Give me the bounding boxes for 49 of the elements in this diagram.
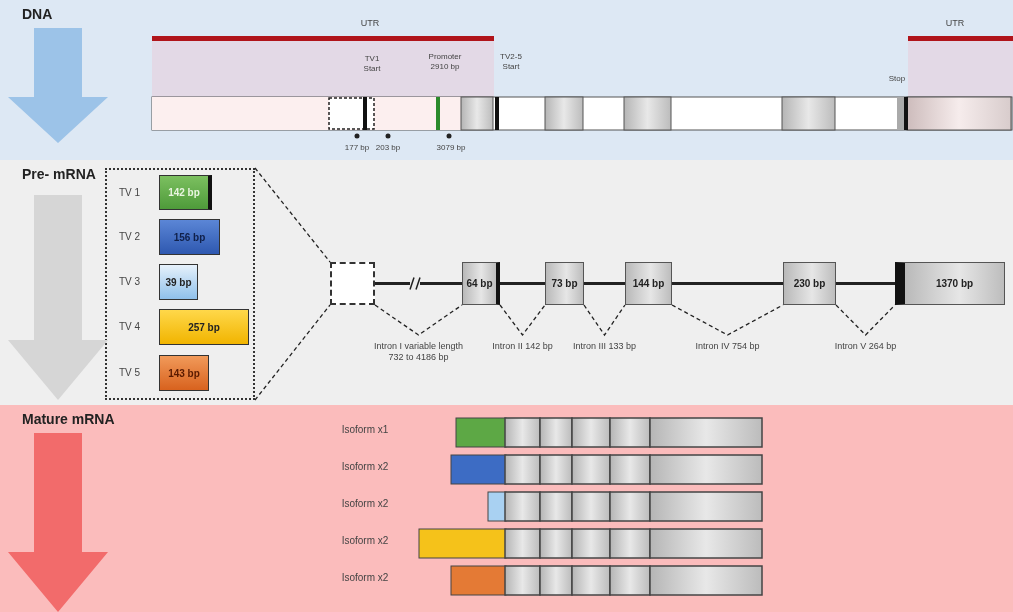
section-title: Mature mRNA — [22, 411, 115, 427]
marker-label: TV1 Start — [362, 54, 382, 74]
splice-line — [499, 304, 546, 337]
variant-label: TV 2 — [119, 231, 141, 243]
section-title: DNA — [22, 6, 53, 22]
exon-box: 144 bp — [625, 262, 672, 305]
variant-label: TV 5 — [119, 367, 141, 379]
dna-section-band — [0, 0, 1013, 160]
edge-label: Intron V 264 bp — [833, 341, 898, 352]
exon-box: 39 bp — [159, 264, 198, 300]
exon-box: 142 bp — [159, 175, 212, 210]
section-title: Pre- mRNA — [22, 166, 96, 182]
intron-line — [500, 282, 545, 285]
variant-label: TV 3 — [119, 276, 141, 288]
exon-box: 64 bp — [462, 262, 500, 305]
exon-box: 143 bp — [159, 355, 209, 391]
marker-label: Stop — [887, 74, 907, 84]
zoom-line — [254, 167, 331, 263]
pre-mrna-section-band — [0, 160, 1013, 405]
variant-label: TV 1 — [119, 186, 141, 199]
intron-line — [375, 282, 462, 285]
exon-box: 73 bp — [545, 262, 584, 305]
intron-line — [672, 282, 783, 285]
distance-label: 203 bp — [374, 143, 402, 153]
isoform-label: Isoform x2 — [340, 461, 390, 473]
empty-exon-box — [330, 262, 375, 305]
splice-line — [583, 304, 626, 337]
edge-label: Intron III 133 bp — [571, 341, 637, 352]
edge-label: Intron I variable length 732 to 4186 bp — [372, 341, 465, 363]
intron-line — [836, 282, 895, 285]
zoom-line — [254, 304, 331, 401]
variant-label: TV 4 — [119, 321, 141, 333]
isoform-label: Isoform x2 — [340, 498, 390, 510]
inset-box — [105, 168, 255, 400]
exon-box: 1370 bp — [895, 262, 1005, 305]
exon-box: 257 bp — [159, 309, 249, 345]
marker-label: Promoter 2910 bp — [427, 52, 463, 72]
region-label: UTR — [944, 18, 966, 29]
splice-line — [835, 304, 896, 336]
isoform-label: Isoform x2 — [340, 535, 390, 547]
distance-label: 3079 bp — [435, 143, 467, 153]
isoform-label: Isoform x2 — [340, 572, 390, 584]
edge-label: Intron IV 754 bp — [694, 341, 761, 352]
intron-line — [584, 282, 625, 285]
marker-label: TV2-5 Start — [499, 52, 523, 72]
region-label: UTR — [359, 18, 381, 29]
exon-box: 230 bp — [783, 262, 836, 305]
exon-box: 156 bp — [159, 219, 220, 255]
isoform-label: Isoform x1 — [340, 424, 390, 436]
